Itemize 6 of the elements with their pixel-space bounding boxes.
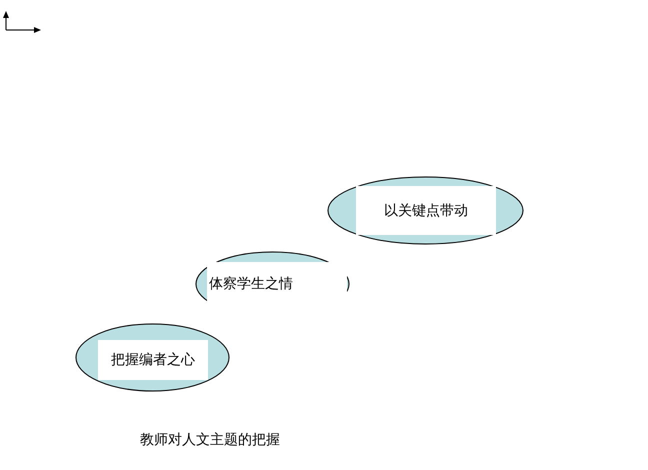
node-label: 体察学生之情 — [208, 275, 294, 294]
ellipse-node — [75, 323, 230, 392]
caption: 教师对人文主题的把握 — [140, 431, 280, 449]
node-label: 把握编者之心 — [110, 351, 196, 370]
ellipse-node — [327, 176, 524, 245]
node-label: 以关键点带动 — [383, 202, 469, 220]
